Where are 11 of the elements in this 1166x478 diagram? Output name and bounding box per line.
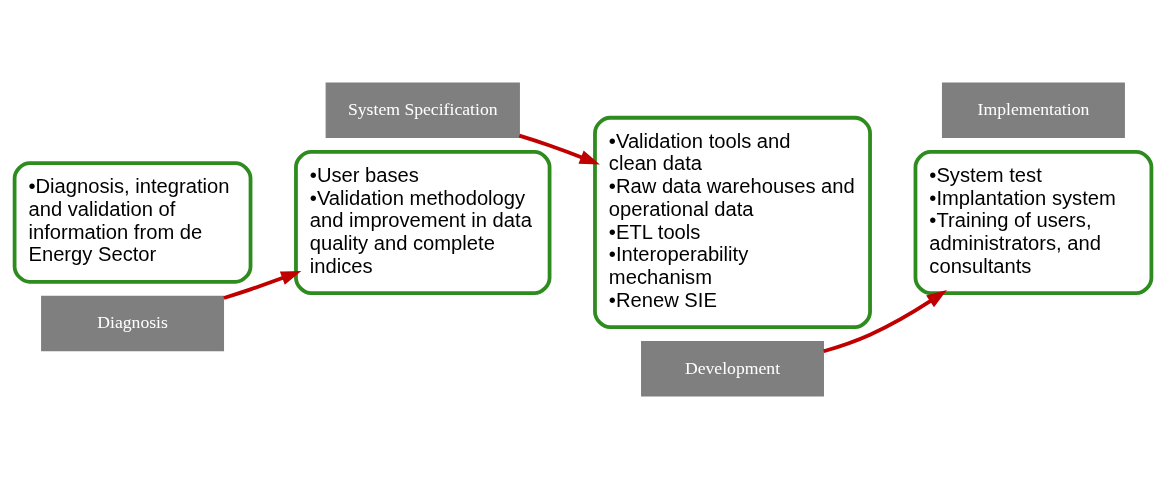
node-box: System Specification	[325, 81, 520, 138]
arrow	[823, 289, 947, 353]
node-box: •User bases •Validation methodology and improvement in data quality and complete indices	[294, 149, 552, 295]
node-box: •Validation tools and clean data •Raw data warehouses and operational data •ETL tools •Interoperability mechanism •Renew SIE	[593, 115, 872, 329]
arrow	[518, 133, 600, 164]
node-box: •Diagnosis, integration and validation of information from de Energy Sector	[12, 160, 253, 284]
node-box: Diagnosis	[41, 295, 225, 351]
node-box: Implementation	[941, 81, 1125, 138]
node-box: Development	[641, 340, 824, 397]
arrow	[223, 270, 302, 300]
node-box: •System test •Implantation system •Training of users, administrators, and consultants	[913, 149, 1154, 295]
